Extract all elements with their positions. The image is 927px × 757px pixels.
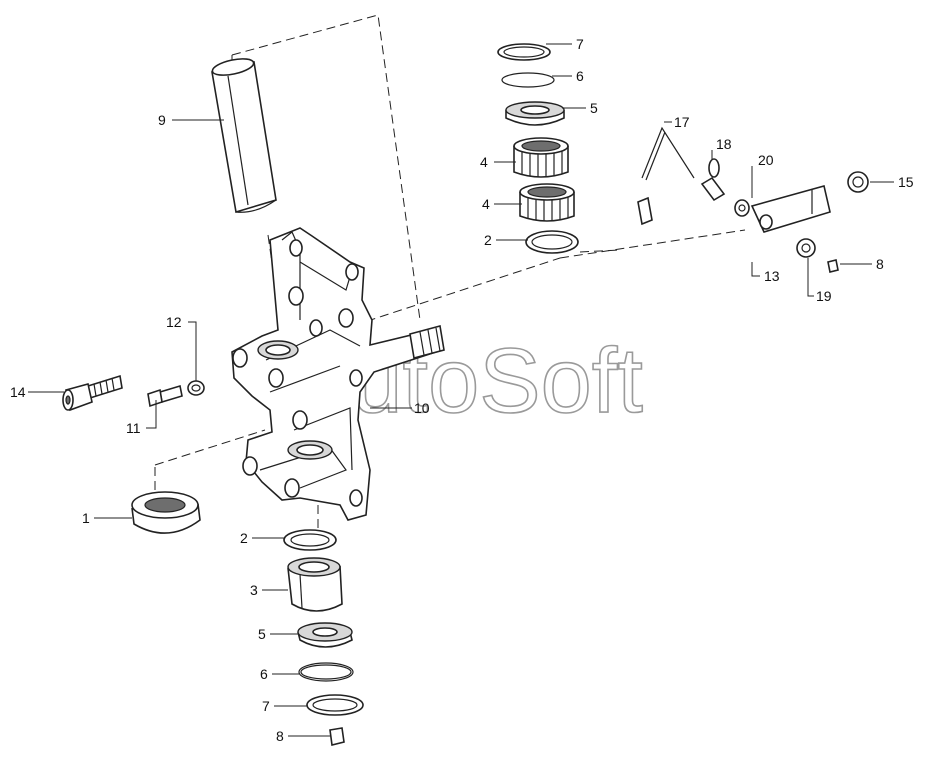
spacer-washer-bottom xyxy=(283,529,337,551)
o-ring-bottom xyxy=(298,662,354,682)
callout-9: 9 xyxy=(158,112,166,128)
callout-labels: 7 6 5 4 4 2 9 17 18 20 15 13 8 19 12 14 … xyxy=(10,36,914,744)
callout-8-bottom: 8 xyxy=(276,728,284,744)
callout-7-bottom: 7 xyxy=(262,698,270,714)
callout-4-lower: 4 xyxy=(482,196,490,212)
callout-2-top: 2 xyxy=(484,232,492,248)
hex-nut-15 xyxy=(847,171,869,193)
callout-18: 18 xyxy=(716,136,732,152)
cap-bottom xyxy=(297,622,353,648)
retaining-ring-top xyxy=(497,43,551,61)
callout-14: 14 xyxy=(10,384,26,400)
lever-plate xyxy=(750,185,831,233)
callout-11: 11 xyxy=(126,420,141,436)
callout-1: 1 xyxy=(82,510,90,526)
seal-ring xyxy=(131,491,201,534)
grease-fitting-right xyxy=(827,259,839,273)
washer-20 xyxy=(734,199,750,217)
callout-8-right: 8 xyxy=(876,256,884,272)
o-ring-top xyxy=(501,72,555,88)
callout-leaders xyxy=(28,43,894,737)
retaining-ring-bottom xyxy=(306,694,364,716)
callout-12: 12 xyxy=(166,314,182,330)
callout-17: 17 xyxy=(674,114,690,130)
steering-knuckle xyxy=(231,227,445,521)
lock-nut xyxy=(187,380,205,396)
hex-socket-bolt xyxy=(62,374,123,412)
king-pin xyxy=(211,58,277,214)
spacer-washer-top xyxy=(525,230,579,254)
callout-5-top: 5 xyxy=(590,100,598,116)
l-pin xyxy=(637,126,695,226)
callout-2-bottom: 2 xyxy=(240,530,248,546)
callout-6-bottom: 6 xyxy=(260,666,268,682)
grease-fitting-bottom xyxy=(329,727,345,746)
callout-6-top: 6 xyxy=(576,68,584,84)
callout-10: 10 xyxy=(414,400,430,416)
needle-bearing-lower xyxy=(519,183,575,222)
callout-20: 20 xyxy=(758,152,774,168)
grease-nipple xyxy=(700,158,726,202)
callout-4-upper: 4 xyxy=(480,154,488,170)
small-screw xyxy=(147,384,183,408)
callout-5-bottom: 5 xyxy=(258,626,266,642)
callout-19: 19 xyxy=(816,288,832,304)
callout-13: 13 xyxy=(764,268,780,284)
callout-15: 15 xyxy=(898,174,914,190)
callout-7-top: 7 xyxy=(576,36,584,52)
needle-bearing-upper xyxy=(513,137,569,178)
cap-top xyxy=(505,101,565,126)
bushing xyxy=(287,557,343,612)
plug-19 xyxy=(796,238,816,258)
callout-3: 3 xyxy=(250,582,258,598)
